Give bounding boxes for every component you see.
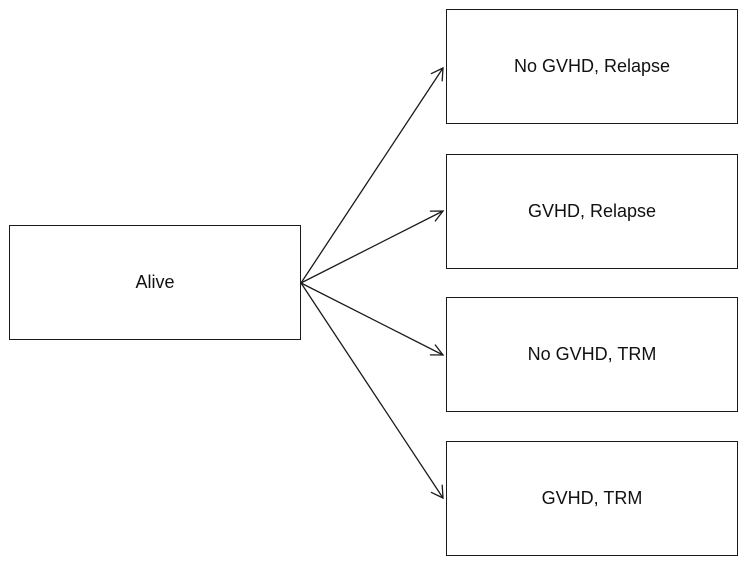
transition-arrows (300, 66, 445, 500)
state-label-no-gvhd-relapse: No GVHD, Relapse (513, 56, 671, 76)
state-box-gvhd-relapse: GVHD, Relapse (446, 154, 738, 269)
arrow-alive-to-no-gvhd-trm (300, 282, 445, 356)
arrow-alive-to-no-gvhd-relapse (300, 66, 444, 284)
state-label-gvhd-trm: GVHD, TRM (541, 488, 643, 508)
state-label-gvhd-relapse: GVHD, Relapse (527, 201, 657, 221)
arrow-alive-to-gvhd-trm (300, 282, 444, 500)
state-box-no-gvhd-trm: No GVHD, TRM (446, 297, 738, 412)
arrow-alive-to-gvhd-relapse (300, 210, 445, 284)
state-label-no-gvhd-trm: No GVHD, TRM (527, 344, 657, 364)
state-label-alive: Alive (135, 272, 175, 292)
state-box-gvhd-trm: GVHD, TRM (446, 441, 738, 556)
state-box-alive: Alive (9, 225, 301, 340)
state-box-no-gvhd-relapse: No GVHD, Relapse (446, 9, 738, 124)
